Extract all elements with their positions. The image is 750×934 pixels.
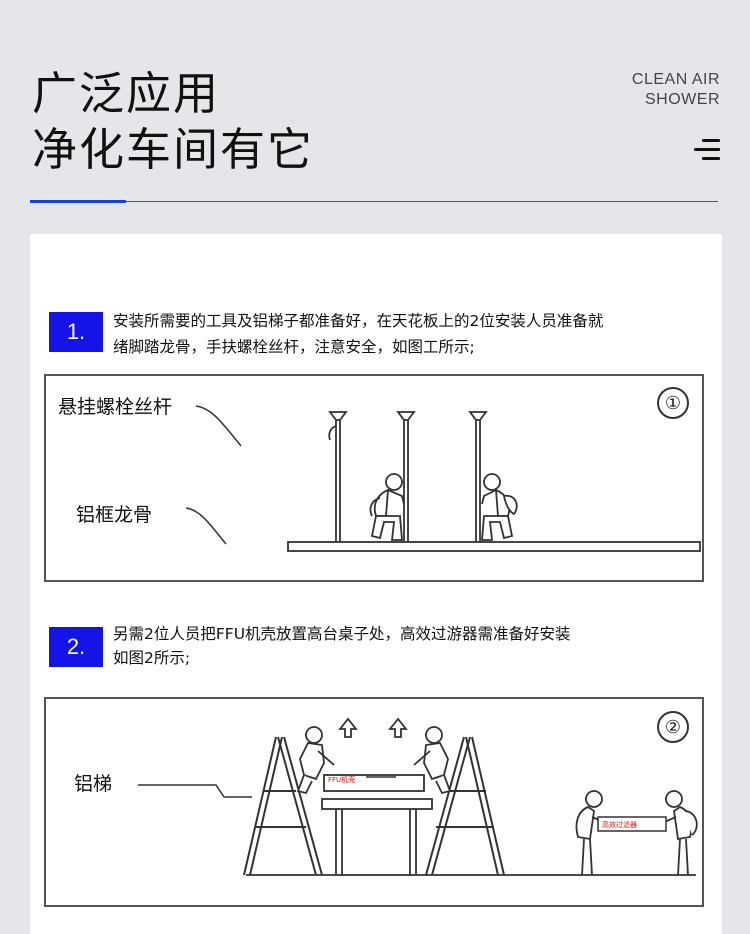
figure-1: 悬挂螺栓丝杆 铝框龙骨 ① bbox=[44, 374, 704, 582]
figure-2-illustration bbox=[138, 717, 698, 876]
carrier-right bbox=[661, 790, 698, 876]
step-1-text-line-1: 安装所需要的工具及铝梯子都准备好，在天花板上的2位安装人员准备就 bbox=[113, 312, 604, 330]
hanging-rod-2 bbox=[396, 411, 416, 542]
aluminum-ladder-right bbox=[425, 736, 505, 876]
content-card: 1. 安装所需要的工具及铝梯子都准备好，在天花板上的2位安装人员准备就 绪脚踏龙… bbox=[30, 234, 722, 934]
hepa-filter-box bbox=[597, 816, 667, 832]
header-divider bbox=[30, 201, 718, 202]
label-hanging-rod: 悬挂螺栓丝杆 bbox=[58, 396, 173, 418]
filter-box-label: 高效过滤器 bbox=[602, 821, 637, 829]
figure-1-illustration bbox=[185, 405, 701, 552]
hanging-rod-3 bbox=[468, 411, 488, 542]
installer-on-left-ladder bbox=[296, 726, 335, 795]
menu-icon[interactable] bbox=[694, 139, 720, 161]
label-aluminum-frame: 铝框龙骨 bbox=[76, 504, 153, 526]
step-2-text-line-2: 如图2所示; bbox=[113, 649, 191, 667]
aluminum-frame-keel bbox=[287, 541, 701, 552]
rod-leader-line bbox=[195, 405, 242, 447]
step-2-text-line-1: 另需2位人员把FFU机壳放置高台桌子处，高效过游器需准备好安装 bbox=[113, 625, 571, 643]
platform-table bbox=[321, 798, 433, 875]
installer-on-right-ladder bbox=[413, 726, 452, 795]
ffu-box-label: FFU机壳 bbox=[328, 776, 356, 784]
header-divider-accent bbox=[30, 200, 126, 203]
ffu-housing-box bbox=[323, 774, 425, 792]
installer-2 bbox=[481, 473, 518, 541]
figure-1-marker: ① bbox=[657, 387, 689, 419]
up-arrow-left bbox=[338, 717, 358, 738]
label-aluminum-ladder: 铝梯 bbox=[74, 773, 113, 795]
title-line-2: 净化车间有它 bbox=[32, 123, 315, 176]
aluminum-ladder-left bbox=[243, 736, 323, 876]
carrier-left bbox=[575, 790, 607, 876]
step-2-text: 另需2位人员把FFU机壳放置高台桌子处，高效过游器需准备好安装 如图2所示; bbox=[113, 622, 571, 670]
installer-1 bbox=[369, 473, 405, 541]
step-1-text-line-2: 绪脚踏龙骨，手扶螺栓丝杆，注意安全，如图工所示; bbox=[113, 338, 475, 356]
step-1-text: 安装所需要的工具及铝梯子都准备好，在天花板上的2位安装人员准备就 绪脚踏龙骨，手… bbox=[113, 308, 603, 360]
step-2-number: 2. bbox=[49, 627, 103, 667]
english-line-2: SHOWER bbox=[645, 91, 720, 108]
english-subtitle: CLEAN AIR SHOWER bbox=[632, 70, 720, 110]
figure-2-marker: ② bbox=[657, 711, 689, 743]
step-1-number: 1. bbox=[49, 312, 103, 352]
frame-leader-line bbox=[185, 507, 227, 545]
figure-2: FFU机壳 高效过滤器 铝梯 ② bbox=[44, 697, 704, 907]
up-arrow-right bbox=[388, 717, 408, 738]
title-line-1: 广泛应用 bbox=[32, 67, 221, 120]
english-line-1: CLEAN AIR bbox=[631, 71, 720, 88]
page-title: 广泛应用 净化车间有它 bbox=[32, 66, 314, 178]
ladder-leader-line bbox=[138, 784, 252, 798]
hanging-rod-1 bbox=[328, 411, 348, 542]
